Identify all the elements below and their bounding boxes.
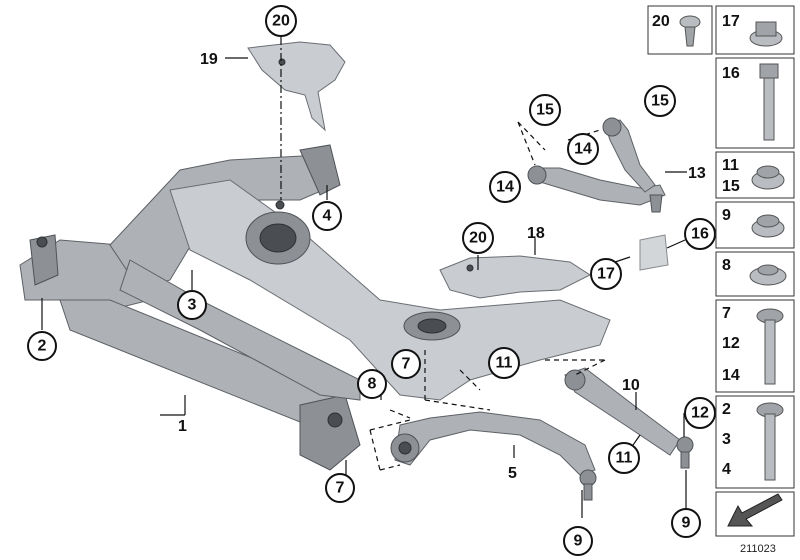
label-18: 18 [527, 225, 545, 242]
lower-wishbone [390, 411, 597, 501]
tension-strut [564, 367, 694, 469]
label-12: 12 [691, 405, 709, 422]
label-19: 19 [200, 51, 218, 68]
label-20-middle: 20 [469, 230, 487, 247]
label-14-upper: 14 [574, 141, 592, 158]
legend-label-8: 8 [722, 257, 731, 274]
upper-wishbone [527, 117, 666, 213]
label-16: 16 [691, 226, 709, 243]
legend-label-7: 7 [722, 305, 731, 322]
heat-shield-upper [247, 41, 346, 132]
label-8: 8 [368, 376, 377, 393]
label-7-bottom: 7 [336, 480, 345, 497]
nut-icon-11 [751, 165, 785, 190]
label-11-bottom: 11 [616, 450, 633, 467]
label-11-top: 11 [496, 355, 513, 372]
label-2: 2 [38, 338, 47, 355]
label-15-left: 15 [536, 102, 554, 119]
nut-icon-8 [749, 264, 787, 286]
label-14-lower: 14 [496, 179, 514, 196]
label-1: 1 [178, 418, 187, 435]
front-axle-carrier [19, 144, 611, 471]
heat-shield-lower [439, 255, 592, 299]
legend-label-16: 16 [722, 65, 740, 82]
label-9-left: 9 [574, 533, 583, 550]
legend-label-11: 11 [722, 157, 739, 174]
legend-label-2: 2 [722, 401, 731, 418]
legend-label-15: 15 [722, 178, 740, 195]
leader-lines [41, 37, 687, 518]
label-13: 13 [688, 165, 706, 182]
legend-label-4: 4 [722, 461, 731, 478]
legend-label-17: 17 [722, 13, 740, 30]
label-20-top: 20 [272, 13, 290, 30]
legend-label-3: 3 [722, 431, 731, 448]
label-5: 5 [508, 465, 517, 482]
nut-icon-9 [751, 214, 785, 238]
label-10: 10 [622, 377, 640, 394]
collar-nut-icon [749, 21, 783, 47]
direction-arrow-icon [727, 493, 783, 527]
bolt-long-icon [759, 63, 779, 141]
label-3: 3 [188, 297, 197, 314]
legend-label-9: 9 [722, 207, 731, 224]
bolt-short-icon [756, 402, 784, 481]
label-17: 17 [597, 266, 615, 283]
label-7-top: 7 [402, 356, 411, 373]
mounting-bracket [639, 234, 669, 271]
label-15-right: 15 [651, 93, 669, 110]
label-4: 4 [323, 208, 332, 225]
bolt-medium-icon [756, 308, 784, 385]
legend-label-14: 14 [722, 367, 740, 384]
fastener-legend: 20 17 16 11 15 9 [647, 5, 795, 555]
part-labels: 19 20 4 3 2 1 7 8 11 7 5 9 9 [27, 5, 716, 556]
clip-icon [679, 15, 701, 47]
legend-label-12: 12 [722, 335, 740, 352]
diagram-id: 211023 [740, 543, 776, 555]
label-9-right: 9 [682, 515, 691, 532]
legend-label-20: 20 [652, 13, 670, 30]
